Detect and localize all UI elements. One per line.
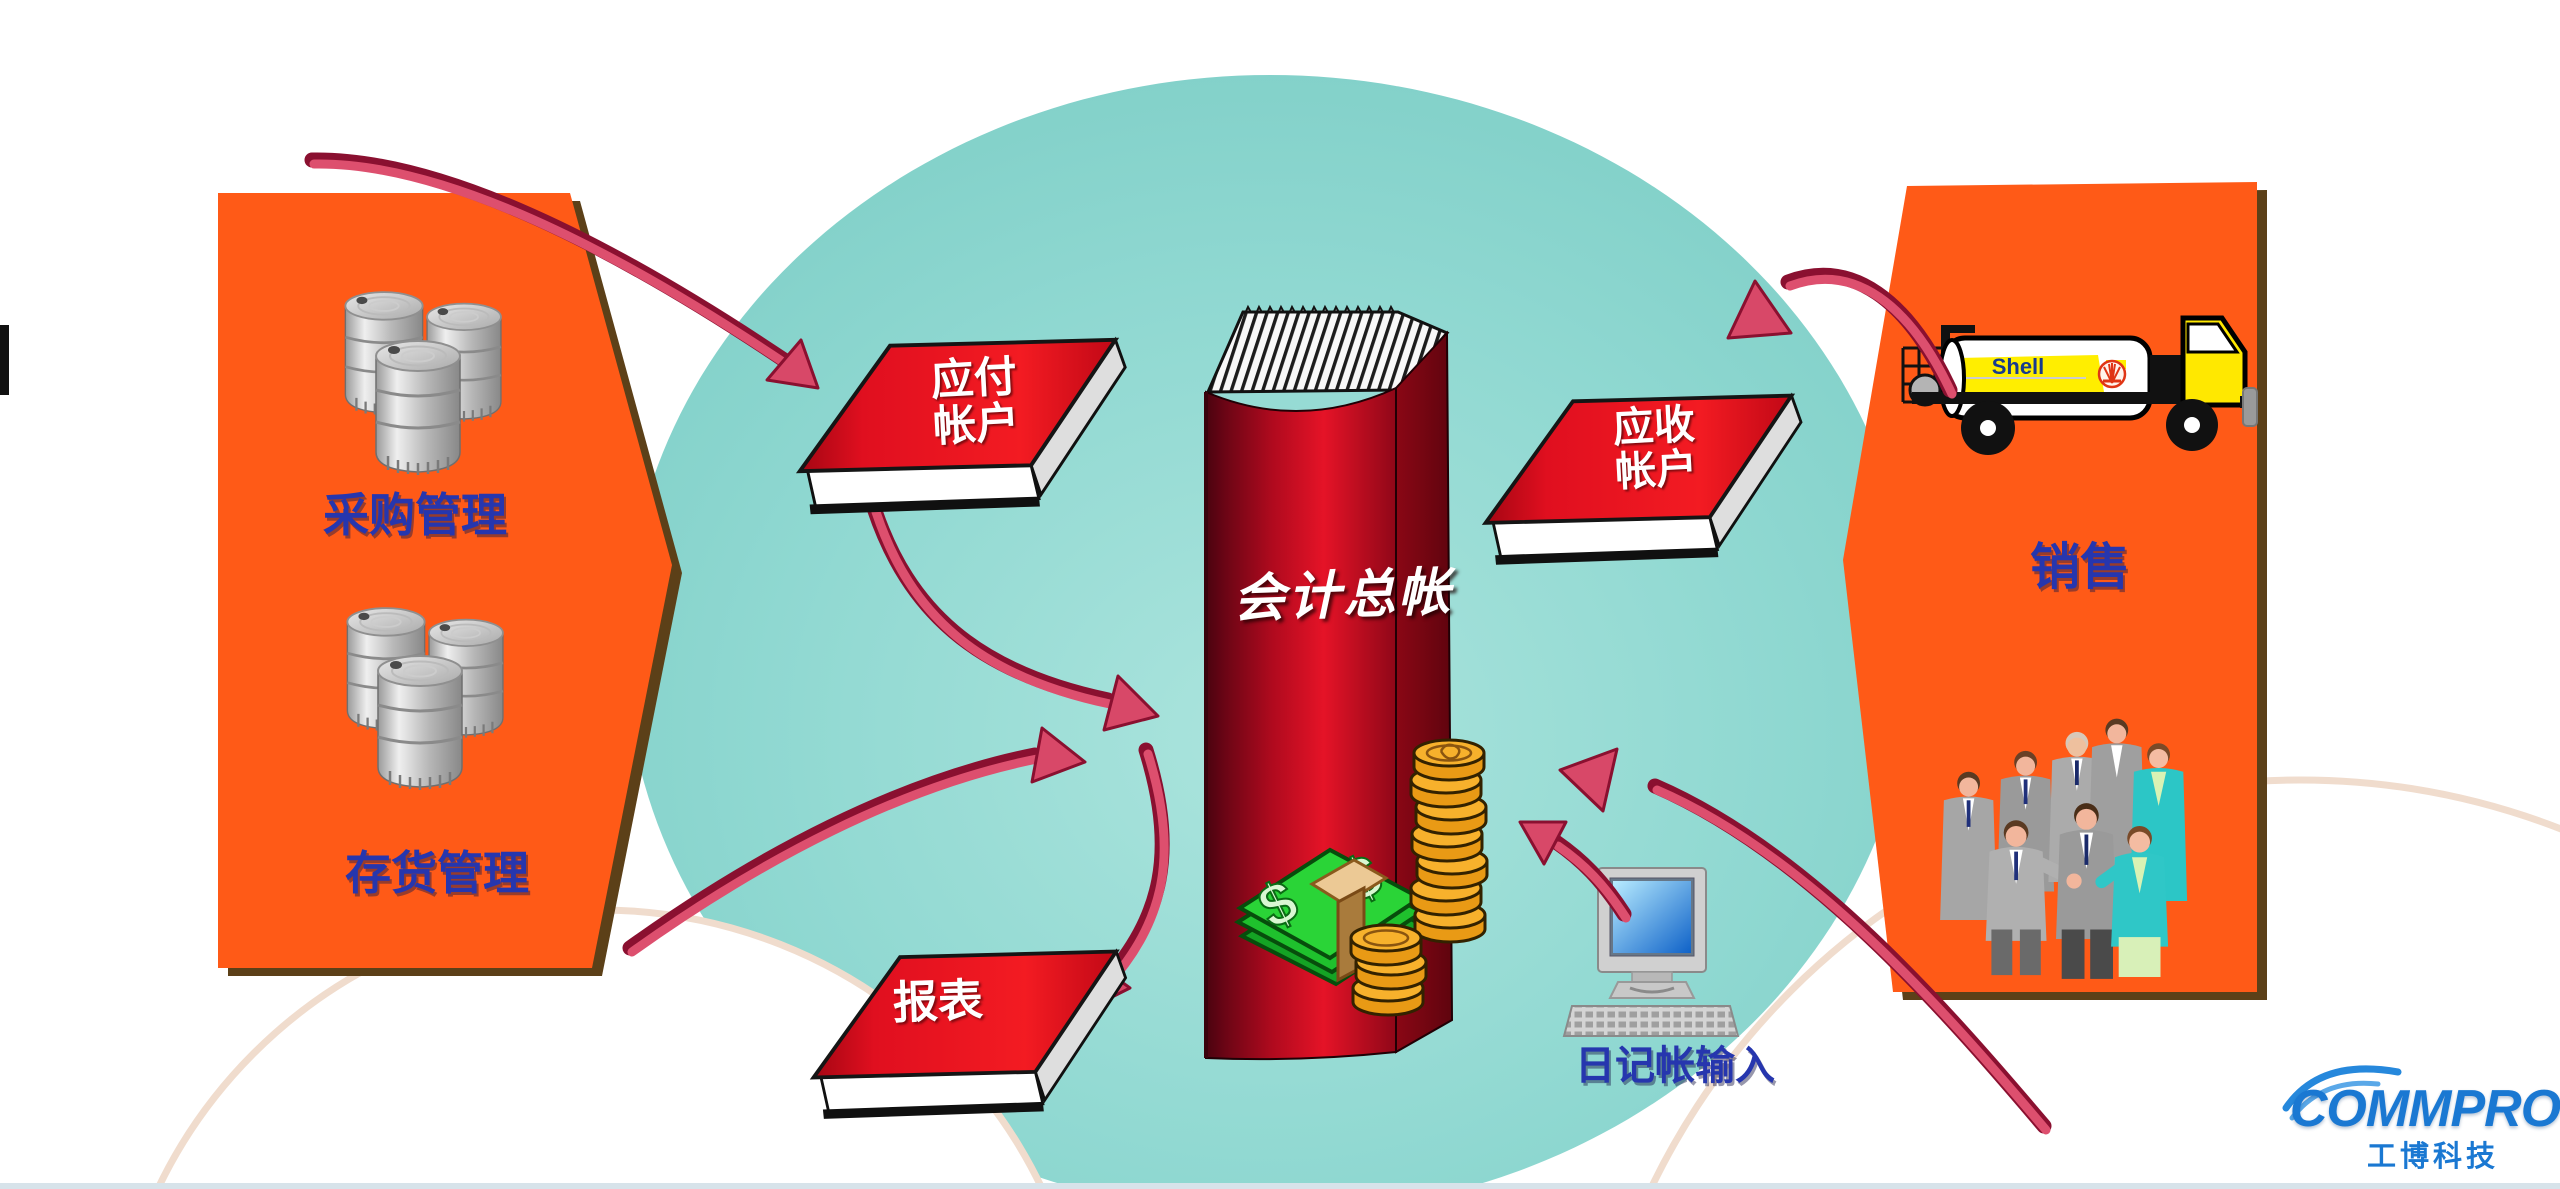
- receivable-line2: 帐户: [1614, 444, 1699, 496]
- desktop-computer-icon: [1562, 867, 1740, 1037]
- flow-arrow-purchase-to-payable: [304, 152, 820, 390]
- flow-arrow-journal-to-ledger: [1518, 820, 1632, 923]
- logo-company-text: 工博科技: [2366, 1141, 2499, 1174]
- report-label-text: 报表: [892, 974, 984, 1029]
- flow-arrow-truck-to-receivable: [1726, 267, 1958, 399]
- sales-label-text: 销售: [2030, 539, 2130, 595]
- payable-line2: 帐户: [932, 398, 1021, 452]
- purchase-label: 采购管理: [240, 488, 590, 544]
- logo-brand: COMMPRO: [2285, 1080, 2560, 1138]
- flow-arrow-sales-to-ledger: [1558, 747, 2052, 1135]
- journal-label-text: 日记帐输入: [1575, 1044, 1775, 1089]
- report-book-label: 报表: [837, 969, 1039, 1036]
- business-team-icon: [1940, 718, 2188, 979]
- shell-logo-icon: [2097, 359, 2127, 389]
- commpro-logo-arcs-icon: [2282, 1065, 2402, 1121]
- left-module-panel: [218, 193, 682, 976]
- truck-brand-text: Shell: [1991, 354, 2045, 380]
- sales-label: 销售: [1930, 538, 2230, 596]
- receivable-line1: 应收: [1611, 400, 1696, 451]
- journal-entry-label: 日记帐输入: [1520, 1042, 1830, 1092]
- receivable-book-label: 应收 帐户: [1558, 393, 1753, 503]
- ledger-label: 会计总帐: [1197, 561, 1489, 631]
- ledger-label-text: 会计总帐: [1232, 563, 1454, 629]
- flow-arrow-payable-to-ledger: [866, 500, 1160, 732]
- truck-brand-label: Shell: [1958, 352, 2078, 382]
- flow-arrow-inventory-to-ledger: [622, 726, 1087, 957]
- purchase-label-text: 采购管理: [323, 489, 507, 542]
- inventory-label-text: 存货管理: [345, 847, 529, 900]
- cash-coins-icon: $ $: [1234, 738, 1489, 1017]
- payable-line1: 应付: [929, 352, 1018, 405]
- payable-book-label: 应付 帐户: [878, 347, 1073, 457]
- logo-company: 工博科技: [2318, 1140, 2548, 1176]
- inventory-label: 存货管理: [262, 846, 612, 902]
- bottom-edge-strip: [0, 1183, 2560, 1189]
- logo-brand-text: COMMPRO: [2289, 1079, 2560, 1138]
